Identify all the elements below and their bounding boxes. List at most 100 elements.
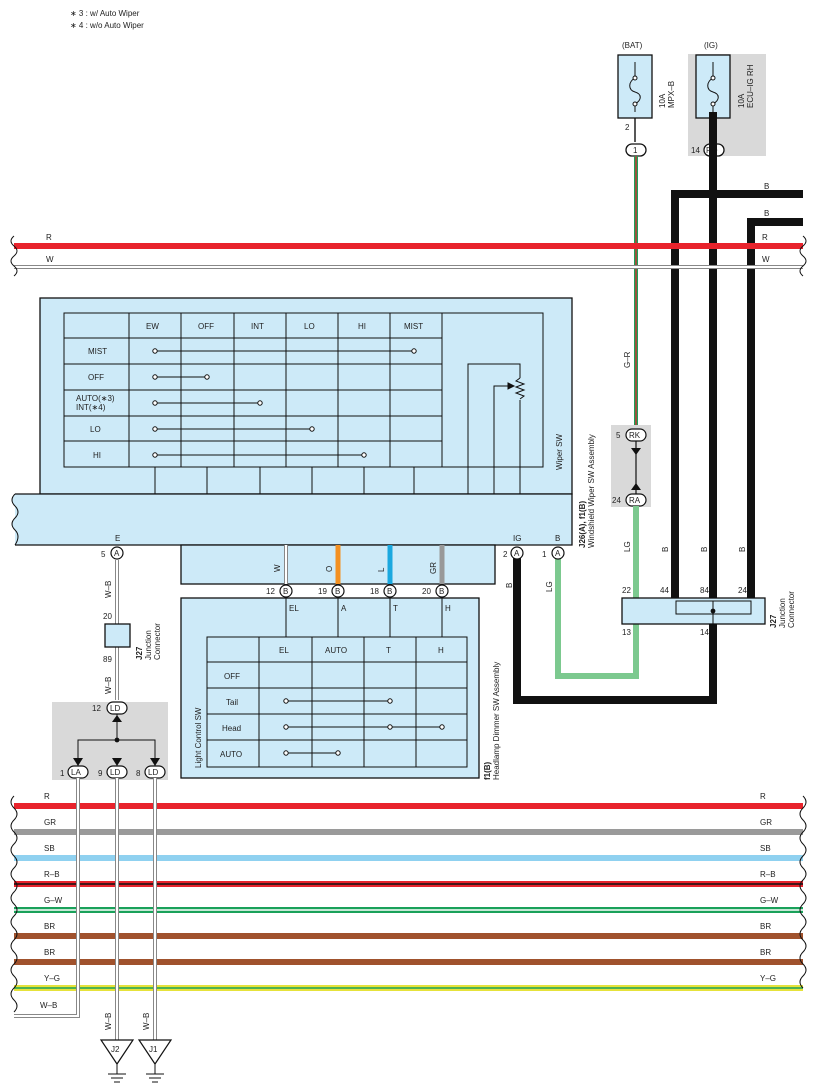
ground-drops: W–B W–B W–B J2 J1 <box>14 778 173 1083</box>
svg-text:24: 24 <box>612 496 621 505</box>
svg-text:EL: EL <box>279 646 289 655</box>
svg-text:LD: LD <box>110 704 120 713</box>
svg-text:J26(A), f1(B): J26(A), f1(B) <box>578 501 587 548</box>
svg-text:8: 8 <box>136 769 141 778</box>
bottom-wire-label-r-6: BR <box>760 948 771 957</box>
svg-text:1: 1 <box>60 769 65 778</box>
bottom-wire-label-r-3: R–B <box>760 870 776 879</box>
svg-text:14: 14 <box>691 146 700 155</box>
svg-text:RA: RA <box>629 496 641 505</box>
svg-text:A: A <box>341 604 347 613</box>
svg-text:W–B: W–B <box>40 1001 57 1010</box>
svg-text:E: E <box>115 534 120 543</box>
svg-text:R: R <box>762 233 768 242</box>
svg-text:W–B: W–B <box>142 1013 151 1030</box>
svg-text:B: B <box>700 547 709 552</box>
svg-text:B: B <box>505 583 514 588</box>
svg-text:R: R <box>46 233 52 242</box>
svg-text:44: 44 <box>660 586 669 595</box>
b-wires <box>513 112 803 704</box>
svg-text:B: B <box>387 587 392 596</box>
svg-text:A: A <box>114 549 120 558</box>
headlamp-dimmer-sw-assembly: EL A T H EL AUTO T H OFF Tail Head AUTO <box>180 597 501 780</box>
break-right <box>799 795 807 989</box>
svg-text:B: B <box>738 547 747 552</box>
svg-text:LO: LO <box>304 322 315 331</box>
svg-text:13: 13 <box>622 628 631 637</box>
svg-text:B: B <box>555 534 560 543</box>
svg-text:B: B <box>283 587 288 596</box>
bottom-wire-label-l-0: R <box>44 792 50 801</box>
svg-text:H: H <box>438 646 444 655</box>
wire-label-b1: B <box>764 182 769 191</box>
bottom-wire-label-r-4: G–W <box>760 896 779 905</box>
svg-text:Junction: Junction <box>144 630 153 660</box>
svg-text:AUTO(∗3): AUTO(∗3) <box>76 394 115 403</box>
svg-text:Connector: Connector <box>153 623 162 660</box>
svg-text:1: 1 <box>542 550 547 559</box>
svg-text:T: T <box>386 646 391 655</box>
bottom-wire-label-l-3: R–B <box>44 870 60 879</box>
svg-text:HI: HI <box>93 451 101 460</box>
svg-text:LD: LD <box>110 768 120 777</box>
svg-text:(BAT): (BAT) <box>622 41 643 50</box>
svg-text:2: 2 <box>625 123 630 132</box>
svg-text:Light Control SW: Light Control SW <box>194 707 203 768</box>
svg-text:12: 12 <box>266 587 275 596</box>
fuse-ecu-ig-rh: (IG) 10A ECU–IG RH 14 RD <box>688 41 766 157</box>
svg-text:2: 2 <box>503 550 508 559</box>
bottom-wire-label-r-1: GR <box>760 818 772 827</box>
bottom-wire-label-r-2: SB <box>760 844 771 853</box>
svg-text:J27: J27 <box>135 646 144 660</box>
bottom-wire-label-l-5: BR <box>44 922 55 931</box>
bottom-wire-label-r-0: R <box>760 792 766 801</box>
svg-text:14: 14 <box>700 628 709 637</box>
note-auto-wiper: ∗ 3 : w/ Auto Wiper <box>70 9 140 18</box>
svg-text:O: O <box>325 566 334 572</box>
svg-text:HI: HI <box>358 322 366 331</box>
svg-text:IG: IG <box>513 534 521 543</box>
svg-text:W–B: W–B <box>104 581 113 598</box>
svg-text:LG: LG <box>545 581 554 592</box>
svg-text:AUTO: AUTO <box>220 750 242 759</box>
svg-text:24: 24 <box>738 586 747 595</box>
svg-text:Head: Head <box>222 724 241 733</box>
svg-text:Windshield Wiper SW Assembly: Windshield Wiper SW Assembly <box>587 434 596 548</box>
fuse-mpx-b: (BAT) 10A MPX–B 2 1 <box>617 41 676 157</box>
svg-text:L: L <box>377 567 386 572</box>
lower-harness-box: W O L GR 12 B 19 B 18 B 20 B <box>180 544 496 598</box>
svg-text:5: 5 <box>101 550 106 559</box>
svg-text:H: H <box>445 604 451 613</box>
svg-text:1: 1 <box>633 146 638 155</box>
svg-text:OFF: OFF <box>88 373 104 382</box>
bottom-wire-label-r-7: Y–G <box>760 974 776 983</box>
svg-text:B: B <box>335 587 340 596</box>
svg-text:J27: J27 <box>769 614 778 628</box>
svg-text:INT(∗4): INT(∗4) <box>76 403 106 412</box>
svg-text:22: 22 <box>622 586 631 595</box>
svg-text:MIST: MIST <box>88 347 107 356</box>
svg-text:12: 12 <box>92 704 101 713</box>
left-ground-wiring: W–B 20 89 J27 Junction Connector W–B 12 … <box>52 560 168 780</box>
svg-text:18: 18 <box>370 587 379 596</box>
svg-text:OFF: OFF <box>224 672 240 681</box>
svg-text:MPX–B: MPX–B <box>667 81 676 108</box>
svg-text:MIST: MIST <box>404 322 423 331</box>
svg-text:GR: GR <box>429 562 438 574</box>
svg-text:T: T <box>393 604 398 613</box>
svg-text:W: W <box>46 255 54 264</box>
svg-text:G–R: G–R <box>623 351 632 368</box>
svg-text:EL: EL <box>289 604 299 613</box>
bottom-wire-label-l-1: GR <box>44 818 56 827</box>
svg-text:Tail: Tail <box>226 698 238 707</box>
svg-text:LG: LG <box>623 541 632 552</box>
svg-text:INT: INT <box>251 322 264 331</box>
svg-text:LA: LA <box>71 768 81 777</box>
svg-text:Headlamp Dimmer SW Assembly: Headlamp Dimmer SW Assembly <box>492 662 501 780</box>
svg-text:19: 19 <box>318 587 327 596</box>
svg-text:89: 89 <box>103 655 112 664</box>
svg-text:ECU–IG RH: ECU–IG RH <box>746 64 755 108</box>
relay-rk-ra: RK 5 RA 24 <box>611 425 651 507</box>
